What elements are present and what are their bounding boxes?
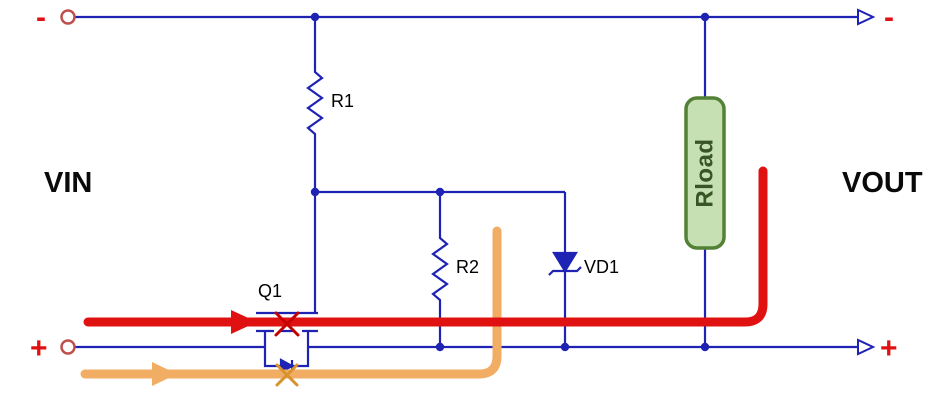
mosfet-terminal-stubs [263,331,310,347]
orange-flow-line [80,226,502,379]
junction-dots [310,12,710,352]
orange-x-icon [275,363,299,387]
vout-label: VOUT [842,167,923,199]
red-x-icon [274,311,300,337]
current-path-red [83,166,768,334]
minus-top-right-label: - [884,1,894,34]
resistor-r1 [306,17,324,192]
current-path-orange [80,226,502,386]
output-positive-port-icon [857,338,876,356]
rload-body [684,96,726,250]
r1-label: R1 [331,91,354,111]
junction-dot [700,342,710,352]
input-positive-terminal-icon [60,339,76,355]
junction-dot [700,12,710,22]
rload-label: Rload [692,138,719,207]
junction-dot [310,12,320,22]
junction-dot [310,187,320,197]
rload-resistor [684,96,726,250]
q1-label: Q1 [258,281,282,301]
resistor-r2 [431,192,449,347]
red-flow-line [83,166,768,327]
polarity-signs: - - + + [30,1,898,365]
vd1-label: VD1 [584,257,619,277]
orange-flow-arrowhead-icon [152,362,177,386]
mosfet-blocked-marks [274,311,300,337]
plus-bottom-left-label: + [30,332,48,365]
junction-dot [560,342,570,352]
junction-dot [435,187,445,197]
zener-diode-icon [552,251,578,274]
vin-label: VIN [44,167,92,199]
input-negative-terminal-icon [60,9,76,25]
red-flow-arrowhead-icon [231,310,257,334]
junction-dot [435,342,445,352]
body-diode-blocked-marks [275,363,299,387]
plus-bottom-right-label: + [880,332,898,365]
body-diode-icon [279,358,295,374]
output-negative-port-icon [857,8,876,26]
minus-top-left-label: - [36,1,46,34]
input-ports [60,9,76,355]
r2-label: R2 [456,257,479,277]
